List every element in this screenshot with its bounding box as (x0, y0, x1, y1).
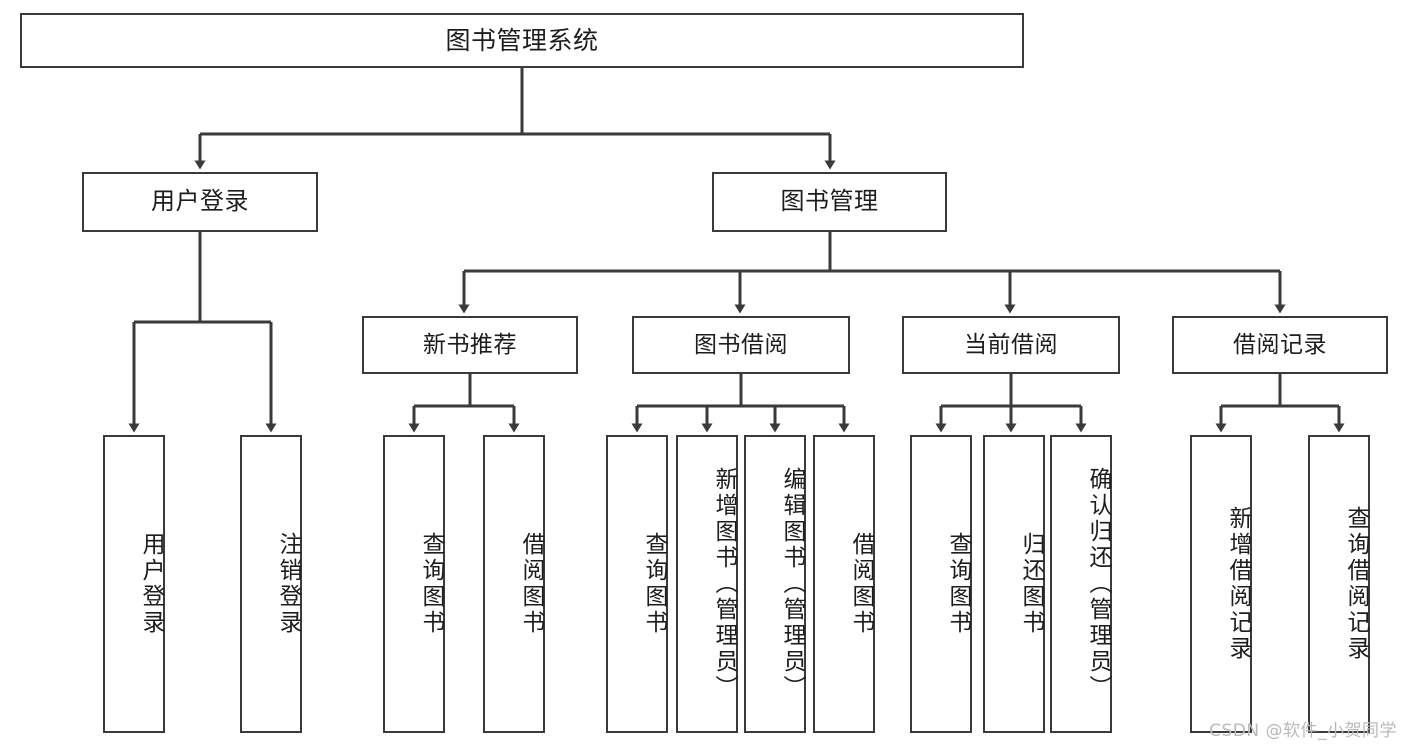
node-leaf-user-logout[interactable]: 注销登录 (240, 435, 302, 733)
node-borrow-record[interactable]: 借阅记录 (1172, 316, 1388, 374)
node-leaf-borrow-book-2-label: 借阅图书 (848, 532, 874, 636)
node-leaf-query-book-3[interactable]: 查询图书 (910, 435, 972, 733)
node-new-book-recommend-label: 新书推荐 (423, 331, 517, 358)
node-book-manage[interactable]: 图书管理 (712, 172, 947, 232)
node-root[interactable]: 图书管理系统 (20, 13, 1024, 68)
node-leaf-borrow-book-1-label: 借阅图书 (518, 532, 544, 636)
node-leaf-query-book-2[interactable]: 查询图书 (606, 435, 668, 733)
node-user-login[interactable]: 用户登录 (82, 172, 318, 232)
node-current-borrow[interactable]: 当前借阅 (902, 316, 1120, 374)
node-book-manage-label: 图书管理 (780, 187, 879, 216)
node-leaf-query-book-2-label: 查询图书 (641, 532, 667, 636)
node-leaf-query-book-1-label: 查询图书 (418, 532, 444, 636)
node-leaf-query-record-label: 查询借阅记录 (1343, 506, 1369, 662)
node-leaf-user-login[interactable]: 用户登录 (103, 435, 165, 733)
node-leaf-query-book-3-label: 查询图书 (945, 532, 971, 636)
node-current-borrow-label: 当前借阅 (964, 331, 1058, 358)
node-leaf-borrow-book-2[interactable]: 借阅图书 (813, 435, 875, 733)
node-leaf-query-record[interactable]: 查询借阅记录 (1308, 435, 1370, 733)
node-leaf-add-record[interactable]: 新增借阅记录 (1190, 435, 1252, 733)
node-leaf-query-book-1[interactable]: 查询图书 (383, 435, 445, 733)
node-borrow-record-label: 借阅记录 (1233, 331, 1327, 358)
node-book-borrow-label: 图书借阅 (694, 331, 788, 358)
node-leaf-user-logout-label: 注销登录 (275, 532, 301, 636)
node-leaf-add-record-label: 新增借阅记录 (1225, 506, 1251, 662)
node-leaf-user-login-label: 用户登录 (138, 532, 164, 636)
node-leaf-add-book-label: 新增图书（管理员） (711, 467, 737, 701)
node-leaf-edit-book[interactable]: 编辑图书（管理员） (744, 435, 806, 733)
node-leaf-borrow-book-1[interactable]: 借阅图书 (483, 435, 545, 733)
node-leaf-confirm-return[interactable]: 确认归还（管理员） (1050, 435, 1112, 733)
node-user-login-label: 用户登录 (151, 187, 249, 216)
node-leaf-return-book[interactable]: 归还图书 (983, 435, 1045, 733)
node-leaf-confirm-return-label: 确认归还（管理员） (1085, 467, 1111, 701)
node-leaf-edit-book-label: 编辑图书（管理员） (779, 467, 805, 701)
node-new-book-recommend[interactable]: 新书推荐 (362, 316, 578, 374)
csdn-watermark: CSDN @软件_小贺同学 (1209, 721, 1397, 741)
node-leaf-add-book[interactable]: 新增图书（管理员） (676, 435, 738, 733)
node-root-label: 图书管理系统 (445, 26, 599, 55)
node-leaf-return-book-label: 归还图书 (1018, 532, 1044, 636)
node-book-borrow[interactable]: 图书借阅 (632, 316, 850, 374)
